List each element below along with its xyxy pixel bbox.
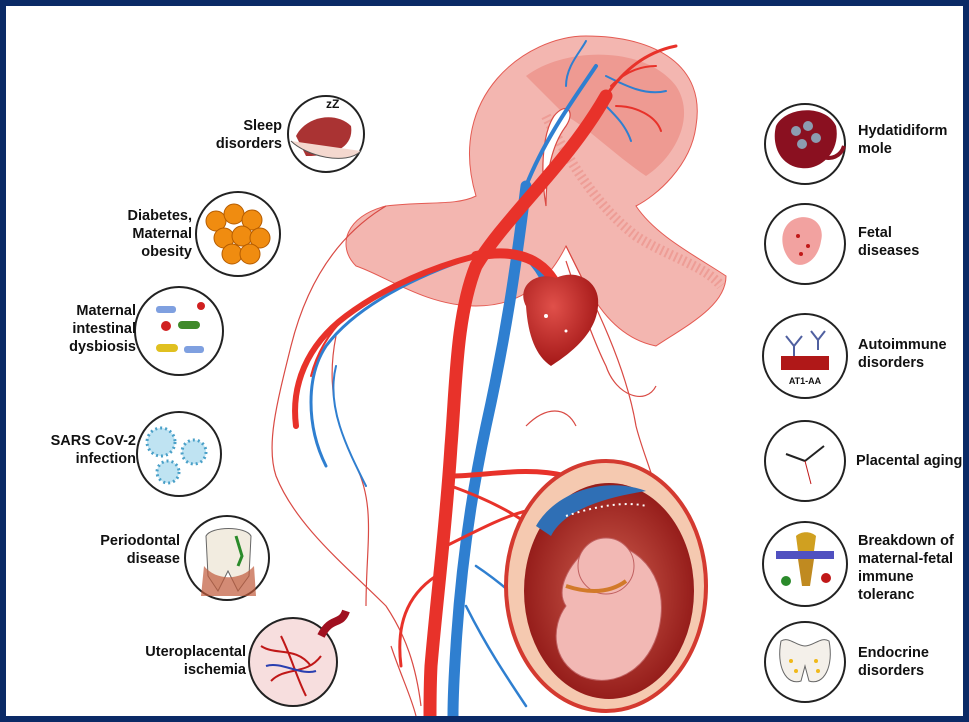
clock-icon xyxy=(765,421,845,501)
label-sars-cov-2: SARS CoV-2 infection xyxy=(8,432,136,468)
virus-icon xyxy=(137,412,221,496)
antibody-icon: AT1-AA xyxy=(763,314,847,398)
label-autoimmune-disorders: Autoimmune disorders xyxy=(858,336,963,372)
label-placental-aging: Placental aging xyxy=(856,452,963,470)
label-endocrine-disorders: Endocrine disorders xyxy=(858,644,963,680)
label-hydatidiform-mole: Hydatidiform mole xyxy=(858,122,963,158)
uterus-with-fetus xyxy=(506,461,706,711)
sleep-icon: zZ xyxy=(288,96,364,172)
fetus-icon xyxy=(765,204,845,284)
left-icons: zZ xyxy=(135,96,364,706)
label-sleep-disorders: Sleep disorders xyxy=(202,117,282,153)
label-immune-tolerance-breakdown: Breakdown of maternal-fetal immune toler… xyxy=(858,532,963,604)
label-intestinal-dysbiosis: Maternal intestinal dysbiosis xyxy=(42,302,136,356)
immune-cells-icon xyxy=(763,522,847,606)
label-periodontal-disease: Periodontal disease xyxy=(70,532,180,568)
hydatidiform-mole-icon xyxy=(765,104,845,184)
tooth-icon xyxy=(185,516,269,600)
heart-icon xyxy=(523,275,598,366)
label-diabetes-obesity: Diabetes, Maternal obesity xyxy=(96,207,192,261)
fat-cells-icon xyxy=(196,192,280,276)
pregnancy-illustration: zZ xyxy=(6,6,963,716)
ischemia-icon xyxy=(249,611,346,706)
label-uteroplacental-ischemia: Uteroplacental ischemia xyxy=(106,643,246,679)
label-fetal-diseases: Fetal diseases xyxy=(858,224,963,260)
right-icons: AT1-AA xyxy=(763,104,847,702)
figure-frame: zZ xyxy=(6,6,963,716)
bacteria-icon xyxy=(135,287,223,375)
at1-aa-caption: AT1-AA xyxy=(789,376,822,386)
svg-text:zZ: zZ xyxy=(326,97,339,111)
thyroid-icon xyxy=(765,622,845,702)
